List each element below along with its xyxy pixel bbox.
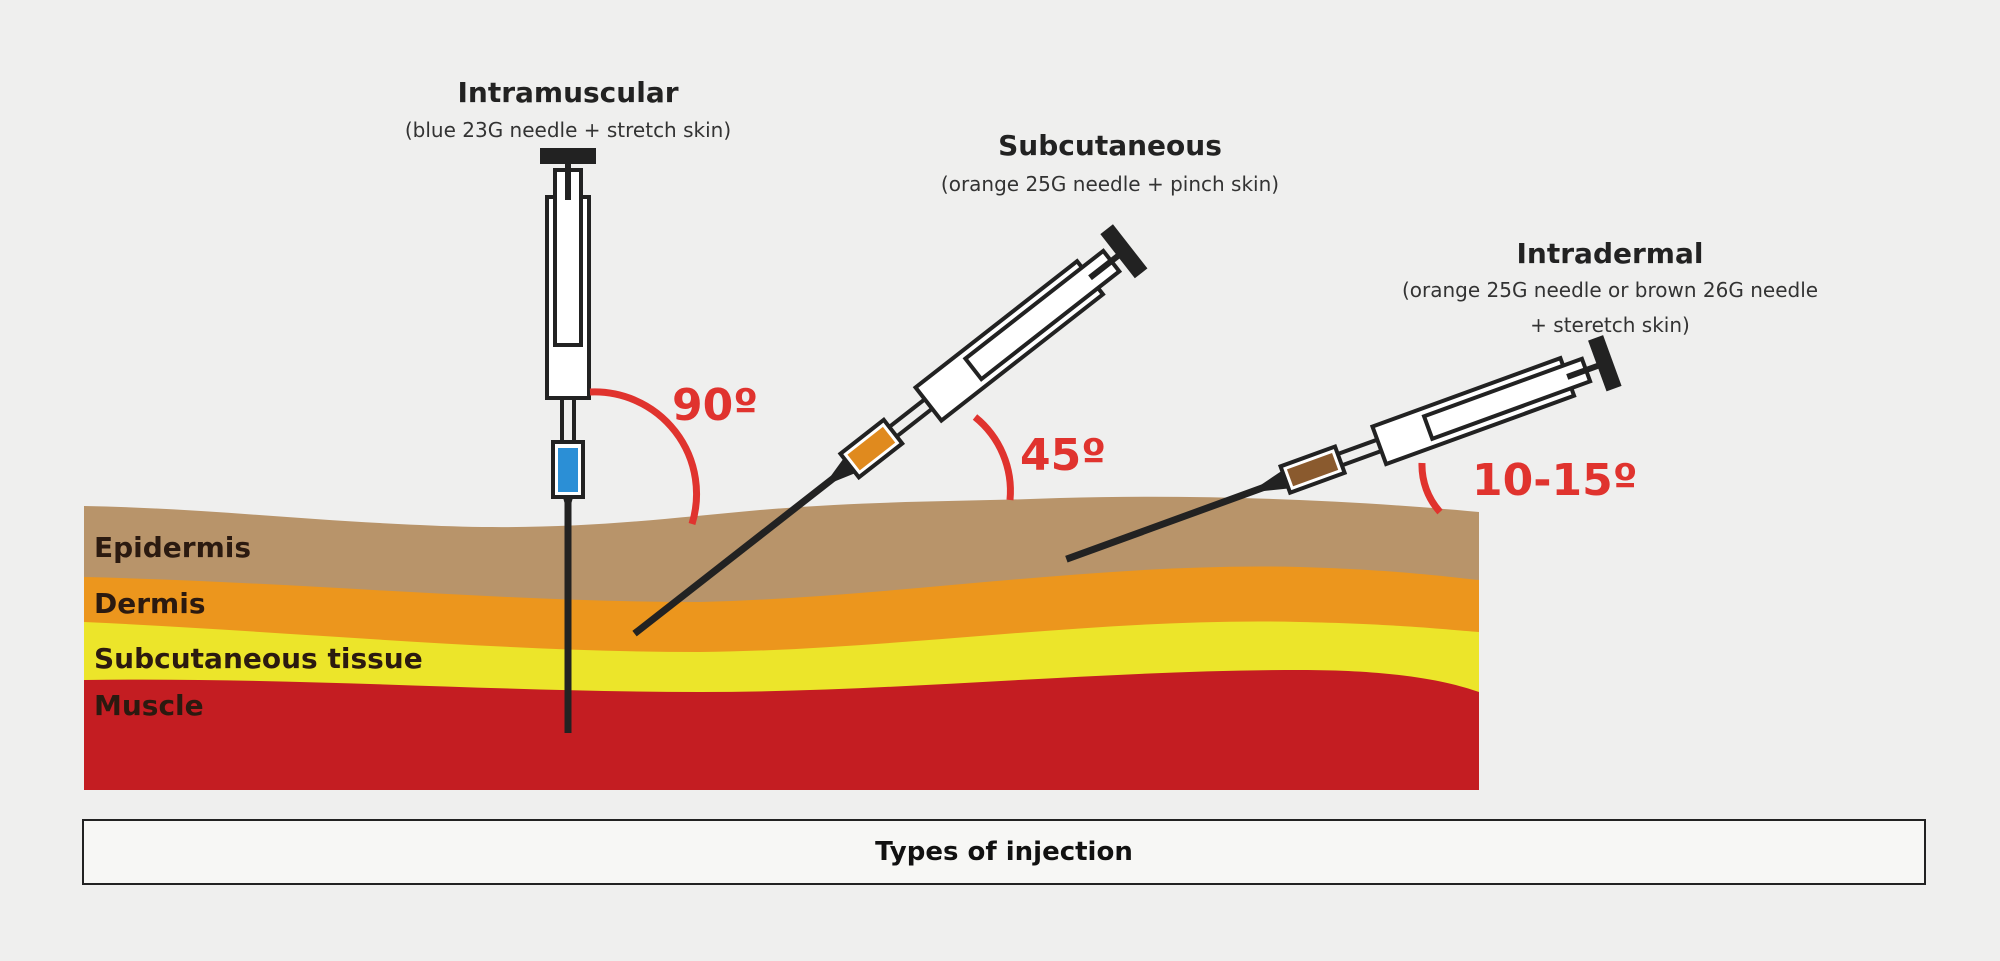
angle-arc-45 xyxy=(972,414,1014,501)
plunger-cap-intramuscular xyxy=(540,148,596,164)
layer-label-dermis: Dermis xyxy=(94,587,205,620)
hub-subcutaneous xyxy=(847,426,896,471)
epidermis-layer xyxy=(84,496,1479,602)
angle-label-45: 45º xyxy=(1020,430,1106,481)
tip-line-b-subcutaneous xyxy=(895,407,934,438)
subcutaneous-layer xyxy=(84,619,1479,692)
syringe-intramuscular xyxy=(540,148,701,733)
layer-label-muscle: Muscle xyxy=(94,689,204,722)
subtitle-intramuscular: (blue 23G needle + stretch skin) xyxy=(405,118,731,142)
angle-arc-90 xyxy=(589,388,701,526)
title-intramuscular: Intramuscular xyxy=(457,76,678,109)
syringe-subcutaneous xyxy=(632,224,1148,637)
caption-text: Types of injection xyxy=(875,837,1133,867)
angle-label-10-15: 10-15º xyxy=(1472,455,1638,506)
subtitle-intradermal-line1: (orange 25G needle or brown 26G needle xyxy=(1402,278,1818,302)
needle-tip-intradermal xyxy=(1249,469,1291,493)
title-intradermal: Intradermal xyxy=(1517,237,1704,270)
hub-intramuscular xyxy=(558,448,578,492)
subtitle-subcutaneous: (orange 25G needle + pinch skin) xyxy=(941,172,1279,196)
layer-label-epidermis: Epidermis xyxy=(94,531,251,564)
caption-box: Types of injection xyxy=(82,819,1926,885)
dermis-layer xyxy=(84,564,1479,652)
layer-label-subcutaneous-tissue: Subcutaneous tissue xyxy=(94,642,423,675)
plunger-rod-subcutaneous xyxy=(1088,252,1122,281)
hub-intradermal xyxy=(1286,452,1339,487)
tip-line-a-subcutaneous xyxy=(888,397,927,429)
skin-layers xyxy=(84,496,1479,790)
tip-line-a-intradermal xyxy=(1337,437,1378,456)
muscle-layer xyxy=(84,668,1479,790)
plunger-rod-intradermal xyxy=(1566,362,1601,380)
angle-label-90: 90º xyxy=(672,380,758,431)
syringe-intradermal xyxy=(1065,335,1622,563)
angle-arc-10-15 xyxy=(1418,462,1443,515)
layer-labels: Epidermis Dermis Subcutaneous tissue Mus… xyxy=(94,531,423,722)
plunger-cap-subcutaneous xyxy=(1100,224,1148,279)
subtitle-intradermal-line2: + steretch skin) xyxy=(1530,313,1690,337)
title-subcutaneous: Subcutaneous xyxy=(998,129,1222,162)
plunger-cap-intradermal xyxy=(1588,335,1622,392)
tip-line-b-intradermal xyxy=(1341,449,1383,468)
